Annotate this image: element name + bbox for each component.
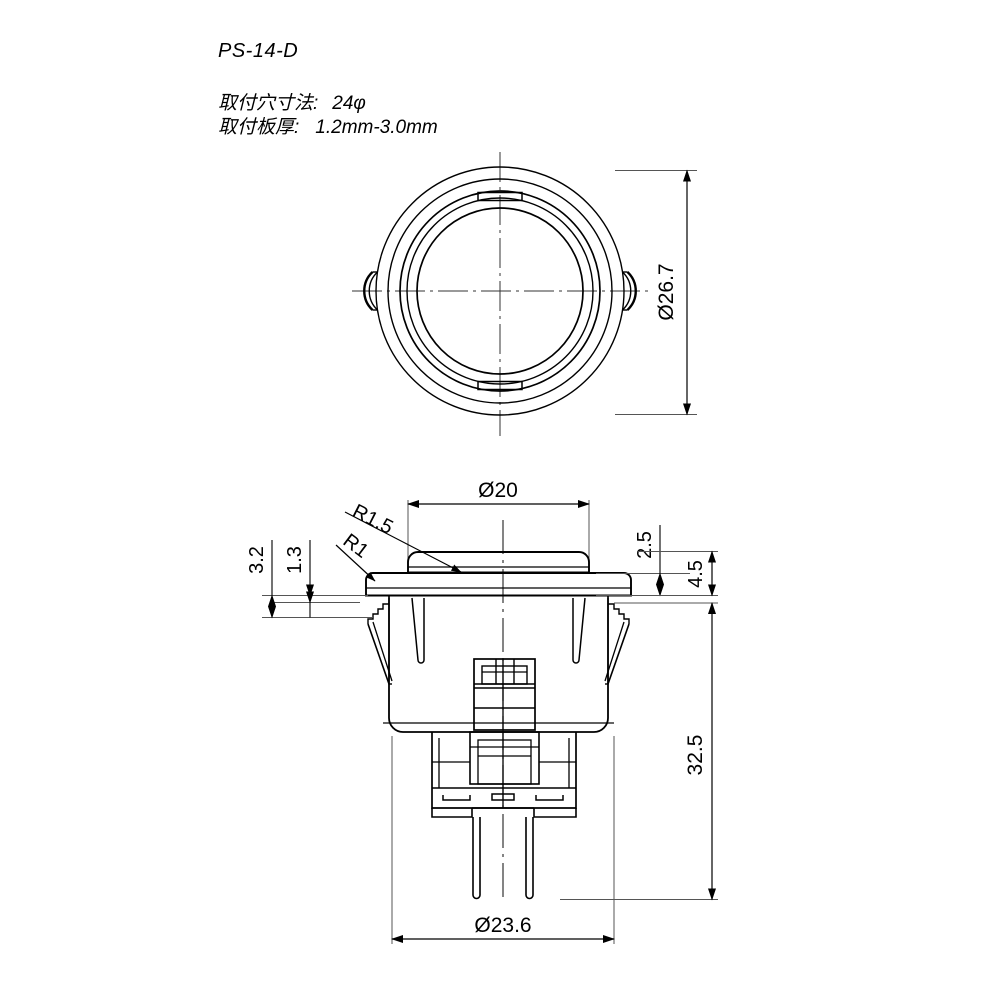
tab-left-serration (367, 603, 389, 624)
plunger-slot (481, 665, 528, 685)
dim-label-cap-diameter: Ø20 (478, 479, 518, 502)
dim-cap-diameter: Ø20 (407, 479, 590, 570)
terminal-pad-left (442, 795, 471, 801)
switch-outline (431, 732, 577, 809)
button-cap (407, 551, 590, 574)
dim-label-flange-step: 2.5 (634, 531, 656, 559)
notch-bottom (477, 380, 523, 391)
leader-line (335, 544, 376, 582)
top-view-circles (375, 166, 625, 416)
pin-left (472, 817, 481, 900)
circle-outer-flange (375, 166, 625, 416)
terminal-pad-center (491, 793, 515, 801)
tab-right-inner (622, 271, 632, 311)
part-number-label: PS-14-D (218, 40, 299, 62)
tab-right-outer (626, 271, 637, 311)
mounting-hole-spec: 取付穴寸法: 24φ (218, 88, 366, 115)
circle-cap-outer (416, 207, 584, 375)
dim-total-height: 32.5 (560, 602, 718, 901)
terminal-pins (472, 817, 534, 900)
top-view-notches (477, 191, 523, 391)
dim-flange-step: 2.5 (596, 525, 690, 597)
dim-label-head-height: 4.5 (685, 560, 707, 588)
tab-left-inner (368, 271, 378, 311)
dim-body-diameter: Ø23.6 (391, 736, 615, 944)
switch-base-right (533, 808, 577, 818)
dim-label-panel-thickness-max: 3.2 (246, 546, 268, 574)
dim-outer-diameter: Ø26.7 (615, 169, 697, 416)
plunger-mechanism (473, 658, 536, 731)
tab-left-outer (363, 271, 374, 311)
bezel-flange (365, 572, 632, 597)
circle-bezel-inner (406, 197, 594, 385)
plunger-upper-block (473, 658, 536, 731)
leader-line (344, 511, 462, 573)
dim-label-radius-flange: R1 (339, 530, 373, 563)
dim-label-total-height: 32.5 (684, 735, 707, 776)
switch-base-left (431, 808, 473, 818)
notch-top (477, 191, 523, 202)
cap-outline (407, 551, 590, 574)
switch-block (431, 731, 577, 818)
slot-left (411, 597, 425, 664)
mounting-hole-label: 取付穴寸法: (218, 93, 319, 114)
side-view-group: Ø20 R1.5 R1 2.5 (246, 479, 718, 944)
body-housing (383, 596, 614, 733)
leader-radius-cap: R1.5 (344, 500, 462, 573)
tab-left-ramp-outer (367, 623, 390, 685)
panel-thickness-value: 1.2mm-3.0mm (315, 117, 438, 138)
mounting-hole-value: 24φ (332, 93, 366, 114)
circle-flange-inner (387, 178, 613, 404)
terminal-pad-right (535, 795, 564, 801)
dim-head-height: 4.5 (638, 550, 718, 597)
slot-right (572, 597, 586, 664)
pin-right (525, 817, 534, 900)
dim-label-panel-thickness-min: 1.3 (284, 546, 306, 574)
panel-thickness-spec: 取付板厚: 1.2mm-3.0mm (218, 112, 438, 139)
top-view-centerlines (352, 152, 648, 436)
top-view-side-tabs (363, 271, 637, 311)
dim-label-outer-diameter: Ø26.7 (655, 263, 678, 320)
switch-inner-block-2 (477, 739, 532, 785)
panel-thickness-label: 取付板厚: (218, 117, 300, 138)
flange-outline (365, 572, 632, 597)
tab-right-serration (608, 603, 630, 624)
top-view-group: Ø26.7 (352, 152, 697, 436)
body-inner-slots (411, 597, 586, 664)
tab-right-ramp-outer (607, 623, 630, 685)
dim-label-body-diameter: Ø23.6 (474, 914, 531, 937)
circle-bezel-outer (399, 190, 601, 392)
